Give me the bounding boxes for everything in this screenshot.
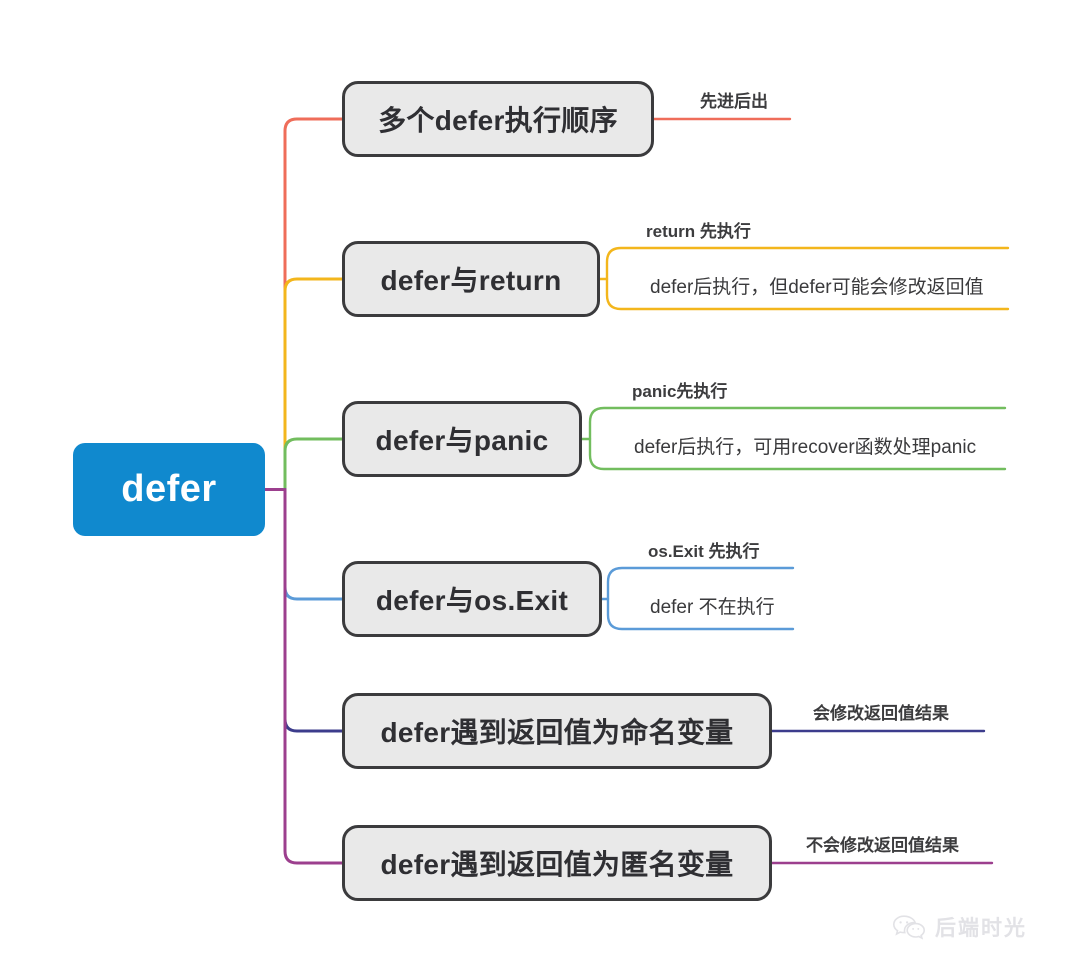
root-node[interactable]: defer xyxy=(73,443,265,536)
branch-node-label: defer与panic xyxy=(375,425,549,456)
leaf-label-6-1: 不会修改返回值结果 xyxy=(806,836,959,855)
leaf-label-3-1: panic先执行 xyxy=(632,382,728,401)
wechat-icon xyxy=(892,914,926,940)
branch-node-2[interactable]: defer与return xyxy=(342,241,600,317)
watermark-text: 后端时光 xyxy=(935,917,1027,940)
leaf-label-4-2: defer 不在执行 xyxy=(650,597,775,618)
leaf-label-2-2: defer后执行，但defer可能会修改返回值 xyxy=(650,277,984,298)
branch-node-label: 多个defer执行顺序 xyxy=(378,105,618,136)
watermark: 后端时光 xyxy=(892,912,1027,942)
branch-node-3[interactable]: defer与panic xyxy=(342,401,582,477)
leaf-label-5-1: 会修改返回值结果 xyxy=(813,704,949,723)
leaf-label-3-2: defer后执行，可用recover函数处理panic xyxy=(634,437,977,458)
branch-node-label: defer遇到返回值为命名变量 xyxy=(380,717,734,748)
branch-node-4[interactable]: defer与os.Exit xyxy=(342,561,602,637)
root-node-label: defer xyxy=(121,468,217,510)
branch-node-5[interactable]: defer遇到返回值为命名变量 xyxy=(342,693,772,769)
branch-node-6[interactable]: defer遇到返回值为匿名变量 xyxy=(342,825,772,901)
branch-node-label: defer与os.Exit xyxy=(375,585,569,616)
leaf-label-4-1: os.Exit 先执行 xyxy=(648,542,760,561)
leaf-label-2-1: return 先执行 xyxy=(646,222,751,241)
branch-node-1[interactable]: 多个defer执行顺序 xyxy=(342,81,654,157)
leaf-label-1-1: 先进后出 xyxy=(700,92,768,111)
branch-node-label: defer遇到返回值为匿名变量 xyxy=(380,849,734,880)
branch-node-label: defer与return xyxy=(380,265,562,296)
